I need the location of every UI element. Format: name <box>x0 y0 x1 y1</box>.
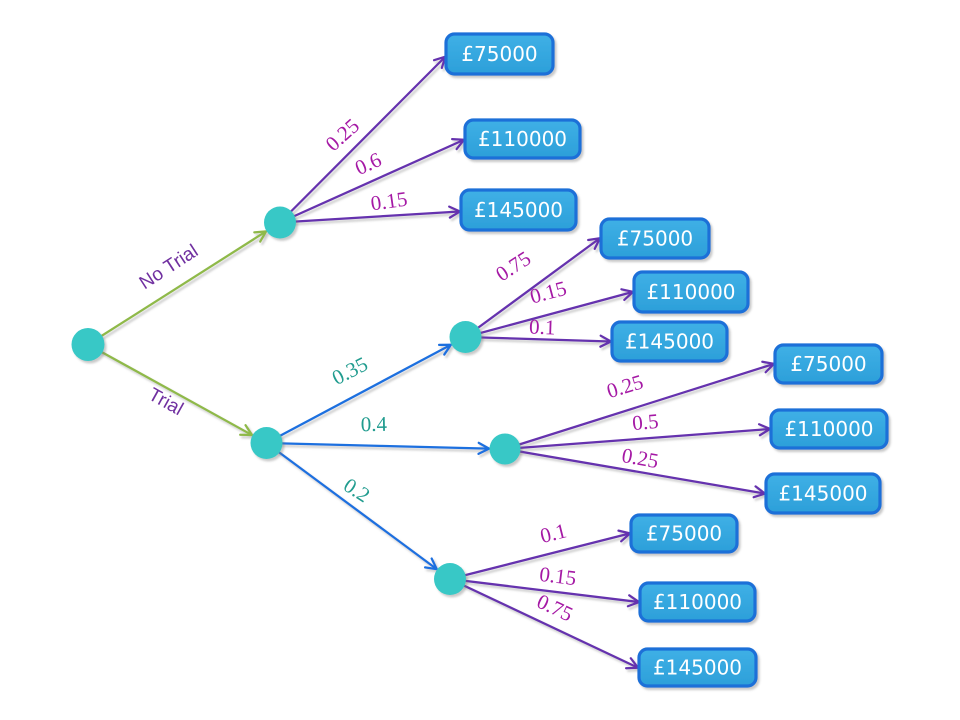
edge-upper-110 <box>465 288 635 339</box>
edge-upper-75 <box>464 237 602 338</box>
payoff-box-rect <box>638 581 757 623</box>
payoff-box-label: £110000 <box>653 590 742 614</box>
node-trial <box>250 427 283 459</box>
payoff-box: £75000 <box>629 513 739 554</box>
probability-label: 0.15 <box>527 276 569 309</box>
edges <box>87 55 776 670</box>
payoff-box-label: £145000 <box>778 482 867 506</box>
payoff-box-rect <box>463 118 582 160</box>
payoff-box-label: £75000 <box>790 352 866 376</box>
payoff-box-rect <box>769 408 889 450</box>
payoff-box-label: £75000 <box>646 522 722 546</box>
payoff-box: £75000 <box>599 217 711 260</box>
edge-no-trial-110 <box>279 137 466 224</box>
payoff-box-rect <box>637 647 758 688</box>
payoff-box-rect <box>773 343 884 385</box>
payoff-box: £110000 <box>769 408 889 450</box>
payoff-box-rect <box>599 217 711 260</box>
payoff-box-rect <box>764 472 882 515</box>
probability-label: 0.25 <box>604 369 646 403</box>
payoff-box: £75000 <box>444 32 555 76</box>
probability-label: 0.25 <box>321 114 364 156</box>
payoff-box-label: £110000 <box>646 280 735 304</box>
edge-labels: No TrialTrial0.250.60.150.350.40.20.750.… <box>136 114 661 627</box>
probability-label: 0.15 <box>538 562 577 590</box>
probability-label: 0.75 <box>491 246 535 286</box>
edge-lower-145 <box>449 577 640 670</box>
edge-upper-145 <box>465 334 613 348</box>
probability-label: 0.1 <box>538 518 569 548</box>
payoff-box: £145000 <box>637 647 758 688</box>
edge-lower-110 <box>449 577 641 608</box>
payoff-box-rect <box>444 32 555 76</box>
branch-name-label: Trial <box>145 384 187 420</box>
edge-no-trial-145 <box>279 205 462 224</box>
edge-mid-145 <box>504 447 767 499</box>
branch-name-label: No Trial <box>136 241 202 294</box>
payoff-box-label: £145000 <box>625 330 714 354</box>
node-root <box>71 328 105 361</box>
payoff-box-label: £110000 <box>478 127 567 151</box>
chance-nodes <box>71 206 521 595</box>
edge-root-trial <box>87 343 254 437</box>
payoff-boxes: £75000 £110000 £145000 £75000 £110000 £145000… <box>444 32 889 688</box>
payoff-box: £110000 <box>463 118 582 160</box>
probability-label: 0.15 <box>369 187 409 216</box>
node-trial-upper <box>449 321 482 353</box>
node-no-trial <box>264 206 296 239</box>
edge-trial-mid <box>266 441 491 455</box>
probability-label: 0.5 <box>631 409 659 435</box>
probability-label: 0.25 <box>620 443 660 473</box>
payoff-box-label: £75000 <box>617 227 693 251</box>
edge-trial-lower <box>265 442 438 571</box>
edge-mid-75 <box>504 360 776 451</box>
payoff-box-label: £145000 <box>474 198 563 222</box>
payoff-box-label: £75000 <box>461 42 537 66</box>
payoff-box-rect <box>610 320 729 363</box>
payoff-box-rect <box>459 188 578 232</box>
payoff-box-rect <box>632 270 750 314</box>
node-trial-mid <box>489 433 521 465</box>
payoff-box-rect <box>629 513 739 554</box>
payoff-box-label: £145000 <box>653 656 742 680</box>
probability-label: 0.4 <box>361 412 388 436</box>
payoff-box: £145000 <box>610 320 729 363</box>
payoff-box-label: £110000 <box>784 417 873 441</box>
probability-label: 0.6 <box>351 147 385 180</box>
probability-label: 0.35 <box>328 352 372 390</box>
edge-trial-upper <box>265 343 453 444</box>
edge-root-no-trial <box>87 230 268 346</box>
edge-lower-75 <box>449 529 632 581</box>
payoff-box: £110000 <box>638 581 757 623</box>
payoff-box: £75000 <box>773 343 884 385</box>
node-trial-lower <box>434 563 466 595</box>
probability-label: 0.1 <box>529 315 556 340</box>
edge-mid-110 <box>504 423 772 451</box>
payoff-box: £145000 <box>459 188 578 232</box>
edge-no-trial-75 <box>279 55 447 224</box>
payoff-box: £110000 <box>632 270 750 314</box>
payoff-box: £145000 <box>764 472 882 515</box>
